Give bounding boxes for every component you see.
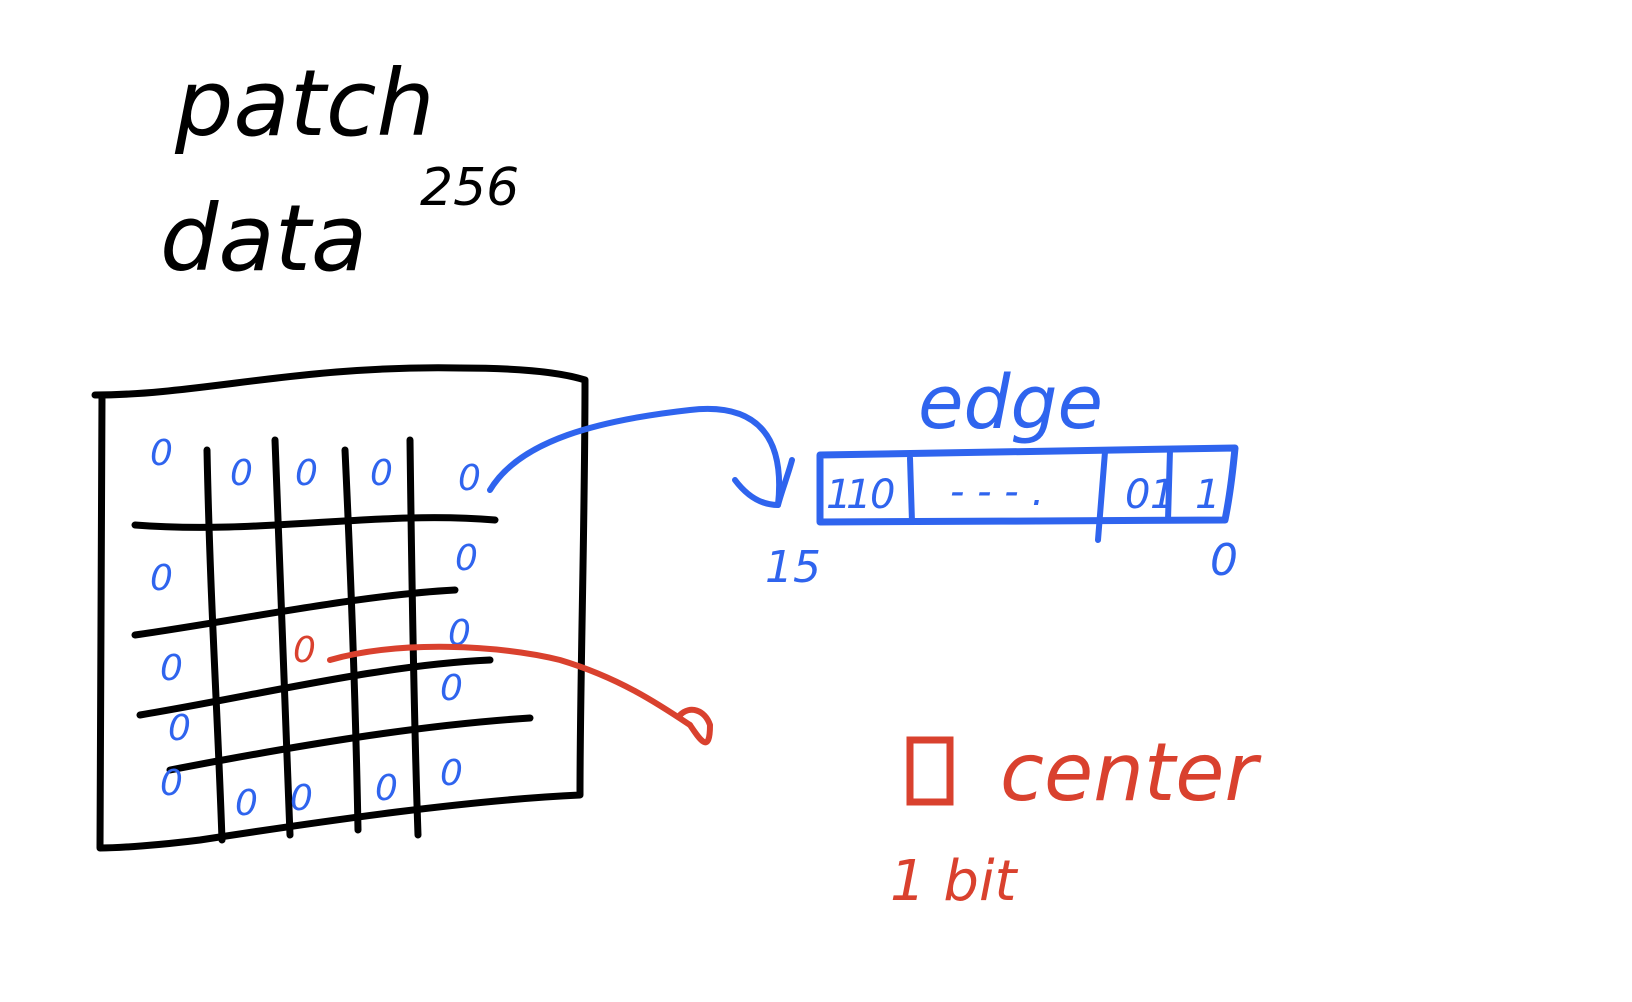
grid-line-h3	[136, 656, 494, 719]
edge-bit: 0	[1125, 472, 1150, 518]
edge-label: edge	[918, 360, 1103, 446]
edge-arrowhead	[732, 457, 795, 508]
grid-bit: 0	[375, 768, 398, 809]
grid-bit: 0	[168, 708, 191, 749]
grid-line-v4	[406, 436, 422, 839]
edge-bit: 1	[826, 472, 851, 518]
edge-strip-divider	[1095, 449, 1108, 543]
grid-bit: 0	[230, 453, 253, 494]
center-arrowhead	[677, 706, 713, 746]
grid-bit: 0	[150, 433, 173, 474]
edge-end-index: 0	[1210, 535, 1238, 586]
grid-bit: 0	[160, 763, 183, 804]
grid-bit: 0	[458, 458, 481, 499]
grid-bit: 0	[235, 783, 258, 824]
grid-center-bit: 0	[293, 630, 316, 671]
edge-start-index: 15	[765, 542, 821, 593]
title-data: data	[160, 185, 367, 292]
edge-bit: 1	[1195, 472, 1220, 518]
center-arrow	[327, 643, 693, 728]
grid-bit: 0	[455, 538, 478, 579]
center-legend-box	[906, 736, 954, 806]
edge-bit-ellipsis: - - - .	[950, 469, 1044, 515]
edge-bit: 1	[1150, 472, 1175, 518]
center-label: center	[1000, 726, 1262, 819]
grid-bit: 0	[448, 613, 471, 654]
grid-line-v3	[341, 446, 362, 834]
title-size-note: 256	[420, 158, 519, 218]
grid-bit: 0	[150, 558, 173, 599]
center-size: 1 bit	[890, 849, 1019, 914]
grid-bit: 0	[295, 453, 318, 494]
edge-strip: 1 1 0 - - - . 0 1 1	[816, 444, 1239, 543]
grid-line-h4	[166, 714, 534, 774]
edge-strip-divider	[907, 455, 915, 525]
grid-frame	[91, 364, 589, 852]
grid-bit: 0	[370, 453, 393, 494]
patch-grid	[91, 364, 589, 852]
edge-strip-divider	[1165, 447, 1173, 523]
grid-bit: 0	[160, 648, 183, 689]
grid-line-h1	[131, 514, 499, 531]
edge-bit: 1	[846, 472, 871, 518]
edge-strip-box	[816, 444, 1239, 526]
edge-bits-in-grid: 0 0 0 0 0 0 0 0 0 0 0 0 0 0 0 0	[150, 433, 481, 824]
grid-bit: 0	[290, 778, 313, 819]
edge-arrow	[487, 405, 783, 508]
grid-line-h2	[131, 586, 459, 639]
title-patch: patch	[174, 50, 435, 157]
grid-bit: 0	[440, 668, 463, 709]
edge-bit: 0	[870, 472, 895, 518]
grid-bit: 0	[440, 753, 463, 794]
grid-line-v1	[203, 446, 226, 844]
grid-line-v2	[271, 436, 294, 839]
